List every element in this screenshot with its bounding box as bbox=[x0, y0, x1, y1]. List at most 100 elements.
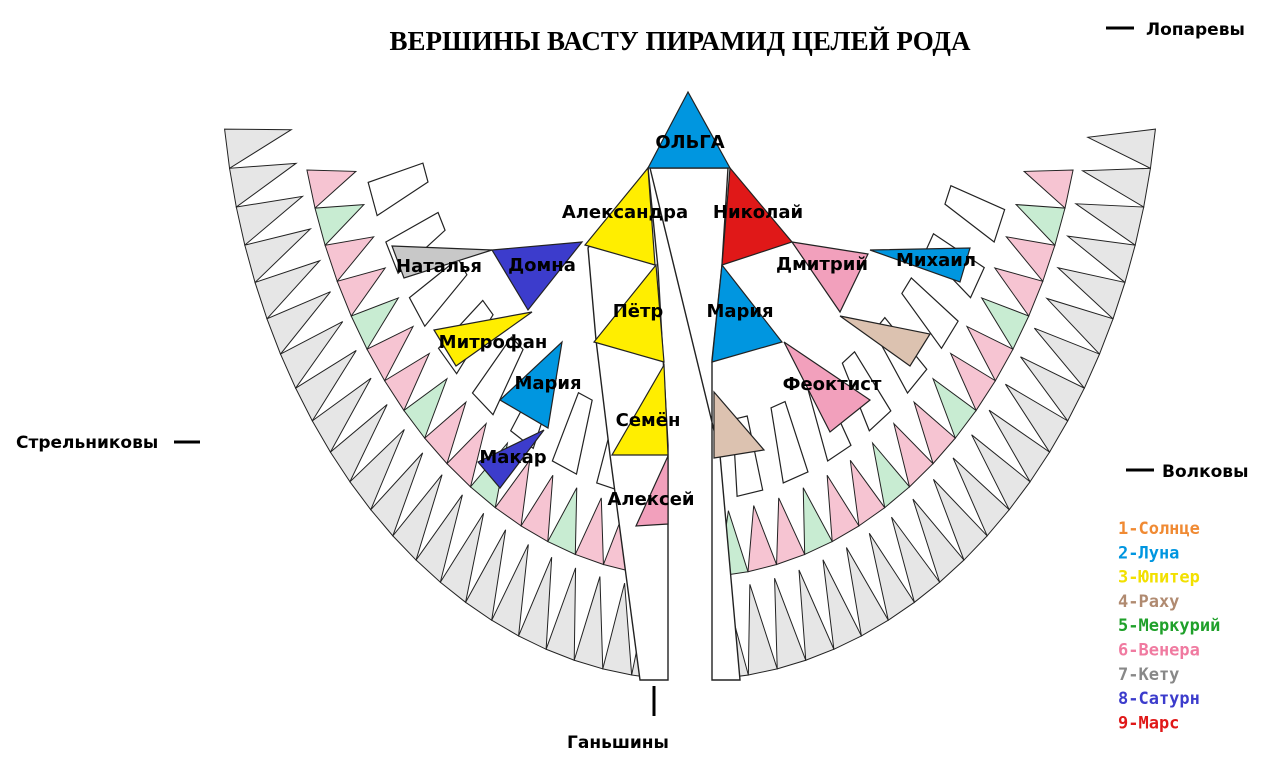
outer-wedge bbox=[952, 457, 1010, 537]
venus-wedge bbox=[1005, 236, 1056, 283]
node-labels: ОЛЬГА Александра Николай Наталья Домна Д… bbox=[396, 132, 976, 510]
outer-wedge bbox=[545, 567, 577, 662]
label-domna: Домна bbox=[508, 255, 576, 276]
inner-branch-band bbox=[408, 257, 468, 328]
outer-wedge bbox=[517, 556, 553, 651]
outer-wedge bbox=[415, 494, 463, 584]
outer-wedge bbox=[1045, 297, 1114, 356]
outer-wedge bbox=[439, 512, 485, 604]
venus-wedge bbox=[366, 325, 415, 382]
label-maria-left: Мария bbox=[514, 373, 581, 394]
venus-wedge bbox=[1022, 169, 1074, 210]
node-mitrofan-triangle bbox=[433, 311, 533, 367]
label-mitrofan: Митрофан bbox=[439, 332, 548, 353]
family-labels: Лопаревы Стрельниковы Волковы Ганьшины bbox=[16, 20, 1248, 753]
venus-wedge bbox=[892, 422, 934, 488]
outer-wedge bbox=[1005, 383, 1069, 454]
mercury-wedge bbox=[314, 203, 366, 247]
node-nikolai-triangle bbox=[721, 166, 794, 266]
outer-wedge bbox=[1074, 203, 1145, 246]
outer-wedge bbox=[294, 350, 357, 422]
family-bottom: Ганьшины bbox=[567, 733, 669, 753]
mercury-wedge bbox=[802, 487, 833, 556]
mercury-wedge bbox=[403, 377, 449, 440]
outer-wedge bbox=[1020, 356, 1086, 422]
inner-branch-band bbox=[841, 350, 892, 432]
venus-wedge bbox=[849, 460, 886, 527]
outer-wedge bbox=[491, 544, 529, 637]
outer-wedge bbox=[329, 404, 388, 483]
node-maria-left-triangle bbox=[499, 340, 563, 429]
outer-wedge bbox=[1065, 235, 1136, 284]
legend-item: 9-Марс bbox=[1118, 713, 1179, 733]
label-mikhail: Михаил bbox=[896, 250, 976, 271]
label-feoktist: Феоктист bbox=[783, 374, 882, 395]
legend-item: 6-Венера bbox=[1118, 641, 1200, 661]
outer-wedge bbox=[392, 474, 443, 562]
outer-wedge bbox=[868, 532, 916, 622]
node-aleksei-triangle bbox=[635, 455, 669, 527]
rahu-triangle-right bbox=[839, 315, 931, 367]
node-makar-triangle bbox=[477, 429, 545, 489]
outer-wedge bbox=[254, 259, 322, 320]
inner-branch-band bbox=[471, 336, 524, 416]
outer-wedge bbox=[573, 576, 604, 670]
node-dmitry-triangle bbox=[790, 241, 869, 314]
legend-item: 1-Солнце bbox=[1118, 519, 1200, 539]
outer-wedge bbox=[747, 584, 778, 676]
legend-item: 3-Юпитер bbox=[1118, 568, 1200, 588]
outer-wedge bbox=[311, 377, 372, 454]
mercury-wedge bbox=[1014, 203, 1066, 247]
venus-wedge bbox=[494, 460, 531, 527]
legend-item: 4-Раху bbox=[1118, 592, 1179, 612]
outer-wedge bbox=[1080, 167, 1152, 208]
outer-wedge bbox=[602, 583, 633, 676]
label-maria-right: Мария bbox=[706, 301, 773, 322]
family-top-right: Лопаревы bbox=[1146, 20, 1245, 40]
main-node-triangles bbox=[391, 90, 971, 527]
mercury-wedge bbox=[547, 487, 578, 556]
inner-branch-band bbox=[551, 391, 593, 476]
outer-wedge bbox=[349, 429, 405, 511]
outer-wedge bbox=[266, 291, 331, 356]
venus-wedge bbox=[336, 267, 387, 318]
venus-wedge bbox=[520, 474, 554, 543]
node-aleksandra-triangle bbox=[583, 166, 656, 266]
label-makar: Макар bbox=[479, 447, 546, 468]
legend-item: 8-Сатурн bbox=[1118, 689, 1200, 709]
ancestor-fan bbox=[224, 128, 1157, 680]
inner-branch-band bbox=[901, 277, 959, 350]
inner-branch-band bbox=[770, 400, 809, 484]
label-dmitry: Дмитрий bbox=[776, 254, 868, 275]
label-aleksandra: Александра bbox=[562, 202, 688, 223]
venus-wedge bbox=[423, 400, 467, 465]
venus-wedge bbox=[776, 497, 806, 566]
label-nikolai: Николай bbox=[713, 202, 803, 223]
legend-item: 5-Меркурий bbox=[1118, 616, 1220, 636]
node-mikhail-triangle bbox=[869, 247, 971, 283]
venus-wedge bbox=[993, 267, 1044, 318]
node-natalya-triangle bbox=[391, 245, 493, 279]
mercury-wedge bbox=[931, 377, 977, 440]
venus-wedge bbox=[306, 169, 358, 210]
node-feoktist-triangle bbox=[783, 341, 872, 433]
legend-item: 2-Луна bbox=[1118, 543, 1179, 563]
outer-wedge bbox=[1086, 128, 1157, 170]
outer-wedge bbox=[845, 547, 889, 637]
outer-wedge bbox=[774, 578, 807, 670]
mercury-wedge bbox=[350, 296, 400, 351]
node-semen-triangle bbox=[610, 362, 669, 456]
venus-wedge bbox=[747, 505, 778, 573]
node-petr-triangle bbox=[592, 263, 665, 363]
mercury-wedge bbox=[871, 441, 911, 509]
label-petr: Пётр bbox=[613, 301, 664, 322]
node-maria-right-triangle bbox=[711, 263, 784, 363]
outer-wedge bbox=[228, 162, 298, 208]
outer-wedge bbox=[235, 195, 305, 247]
outer-wedge bbox=[988, 409, 1051, 483]
venus-wedge bbox=[446, 422, 488, 488]
outer-wedge bbox=[1033, 327, 1101, 390]
outer-wedge bbox=[279, 321, 344, 390]
family-left: Стрельниковы bbox=[16, 433, 158, 453]
